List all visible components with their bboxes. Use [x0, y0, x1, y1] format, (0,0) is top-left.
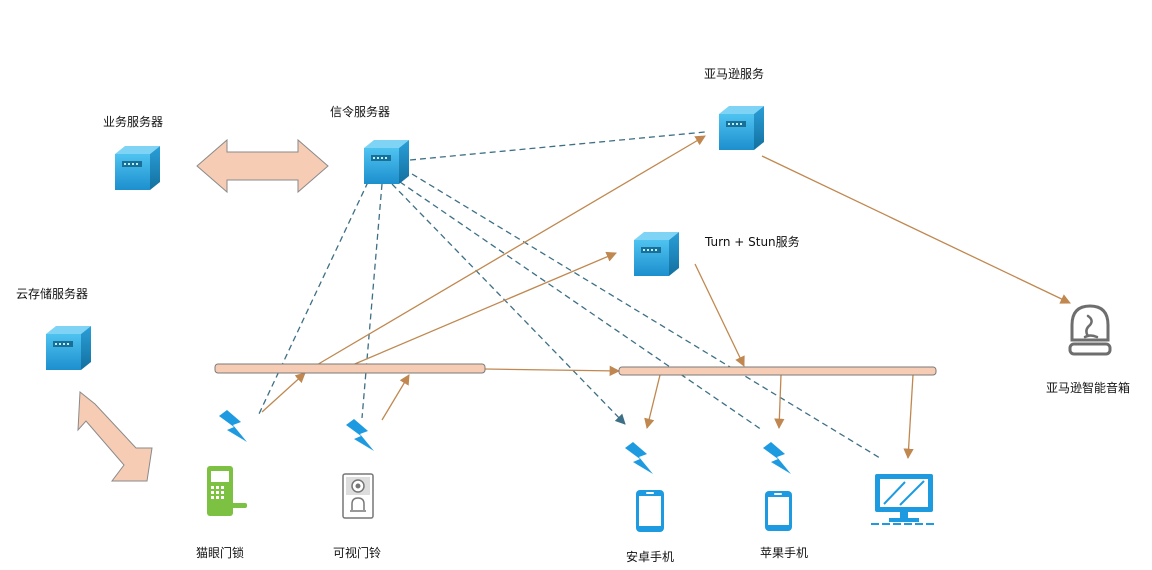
device-bus-left [214, 363, 486, 374]
doorbell-to-bus [381, 374, 410, 421]
signal-to-apple [399, 181, 763, 431]
phone-icon [636, 490, 664, 532]
turn-to-right-bus [694, 263, 745, 367]
signal-to-monitor [411, 173, 881, 459]
amazon-speaker-label: 亚马逊智能音箱 [1046, 380, 1130, 395]
turn-stun-label: Turn + Stun服务 [704, 234, 800, 249]
phone-icon [765, 491, 792, 531]
business-signal-double-arrow [196, 138, 329, 194]
lightning-icon [763, 442, 791, 474]
business-server-label: 业务服务器 [103, 114, 163, 129]
signal-to-amazon [409, 131, 706, 161]
server-icon [634, 232, 679, 276]
signal-to-lock [257, 181, 369, 417]
right-bus-to-monitor [903, 374, 914, 460]
bus-to-bus [484, 365, 621, 377]
video-doorbell-label: 可视门铃 [333, 545, 381, 560]
cat-eye-lock-label: 猫眼门锁 [196, 545, 244, 560]
cloud-storage-double-arrow [77, 391, 153, 482]
apple-phone-label: 苹果手机 [760, 546, 808, 560]
right-bus-to-android [644, 374, 661, 430]
cloud-storage-label: 云存储服务器 [16, 286, 88, 301]
left-bus-to-turn [349, 251, 617, 367]
device-bus-right [618, 366, 937, 376]
lightning-icon [346, 419, 374, 451]
server-icon [115, 146, 160, 190]
smart-speaker-icon [1068, 304, 1112, 356]
server-icon [46, 326, 91, 370]
door-lock-icon [207, 466, 247, 516]
signal-to-android [391, 183, 626, 425]
right-bus-to-apple [774, 374, 785, 430]
left-bus-to-amazon [314, 135, 706, 367]
lightning-icon [625, 442, 653, 474]
server-icon [364, 140, 409, 184]
monitor-icon [871, 474, 937, 525]
android-phone-label: 安卓手机 [626, 549, 674, 564]
amazon-service-label: 亚马逊服务 [704, 66, 764, 81]
lock-to-bus [261, 372, 306, 413]
signaling-server-label: 信令服务器 [330, 104, 390, 119]
server-icon [719, 106, 764, 150]
signal-to-doorbell [361, 183, 383, 419]
data-links [261, 135, 1071, 460]
amazon-to-speaker [761, 155, 1071, 304]
signaling-links [257, 131, 881, 459]
lightning-icon [219, 410, 247, 442]
doorbell-icon [342, 473, 374, 519]
